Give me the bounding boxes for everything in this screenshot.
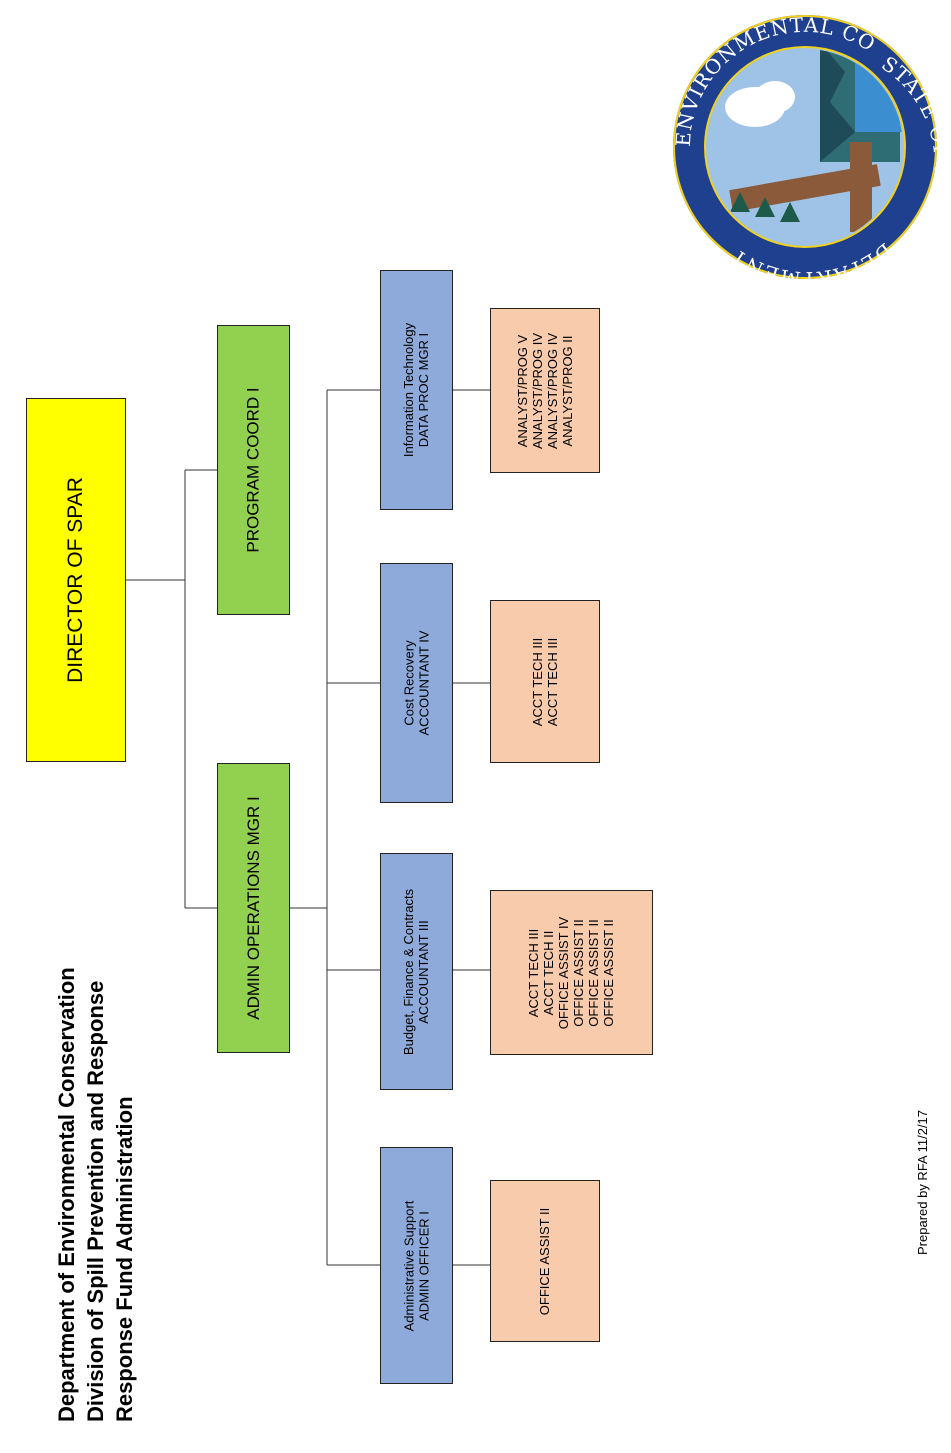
program-coord-box: PROGRAM COORD I	[217, 325, 290, 615]
staff-item: ANALYST/PROG II	[560, 334, 576, 447]
staff-item: ACCT TECH II	[541, 930, 557, 1015]
unit-name: Information Technology	[401, 322, 417, 458]
title-line-1: Department of Environmental Conservation	[54, 967, 79, 1422]
staff-box-cost-recovery: ACCT TECH III ACCT TECH III	[490, 600, 600, 763]
staff-box-administrative-support: OFFICE ASSIST II	[490, 1180, 600, 1342]
staff-item: ACCT TECH III	[526, 928, 542, 1017]
unit-box-budget-finance: Budget, Finance & Contracts ACCOUNTANT I…	[380, 853, 453, 1090]
director-label: DIRECTOR OF SPAR	[64, 477, 87, 683]
staff-item: OFFICE ASSIST II	[571, 918, 587, 1027]
staff-item: OFFICE ASSIST II	[537, 1207, 553, 1315]
unit-position: ACCOUNTANT III	[416, 919, 432, 1024]
staff-item: ANALYST/PROG V	[515, 334, 531, 447]
staff-item: ACCT TECH III	[530, 637, 545, 726]
org-chart-title: Department of Environmental Conservation…	[52, 967, 139, 1422]
title-line-2: Division of Spill Prevention and Respons…	[83, 980, 108, 1422]
unit-position: DATA PROC MGR I	[416, 332, 432, 448]
dec-seal-logo: ENVIRONMENTAL CONSERVATION STATE OF ALAS…	[670, 12, 940, 282]
unit-position: ACCOUNTANT IV	[416, 630, 432, 736]
prepared-by-note: Prepared by RFA 11/2/17	[915, 1109, 930, 1255]
staff-item: ACCT TECH III	[545, 637, 560, 726]
admin-ops-label: ADMIN OPERATIONS MGR I	[243, 796, 263, 1020]
unit-box-administrative-support: Administrative Support ADMIN OFFICER I	[380, 1147, 453, 1384]
staff-item: ANALYST/PROG IV	[530, 332, 546, 449]
unit-box-cost-recovery: Cost Recovery ACCOUNTANT IV	[380, 563, 453, 803]
unit-name: Administrative Support	[401, 1200, 417, 1331]
title-line-3: Response Fund Administration	[112, 1096, 137, 1422]
unit-name: Cost Recovery	[401, 640, 417, 726]
unit-name: Budget, Finance & Contracts	[401, 888, 417, 1055]
staff-box-information-technology: ANALYST/PROG V ANALYST/PROG IV ANALYST/P…	[490, 308, 600, 473]
staff-item: ANALYST/PROG IV	[545, 332, 561, 449]
staff-item: OFFICE ASSIST IV	[556, 916, 572, 1029]
staff-item: OFFICE ASSIST II	[601, 918, 617, 1027]
staff-box-budget-finance: ACCT TECH III ACCT TECH II OFFICE ASSIST…	[490, 890, 653, 1055]
unit-position: ADMIN OFFICER I	[416, 1210, 432, 1321]
staff-item: OFFICE ASSIST II	[586, 918, 602, 1027]
program-coord-label: PROGRAM COORD I	[243, 387, 263, 553]
director-box: DIRECTOR OF SPAR	[26, 398, 126, 762]
admin-ops-box: ADMIN OPERATIONS MGR I	[217, 763, 290, 1053]
unit-box-information-technology: Information Technology DATA PROC MGR I	[380, 270, 453, 510]
